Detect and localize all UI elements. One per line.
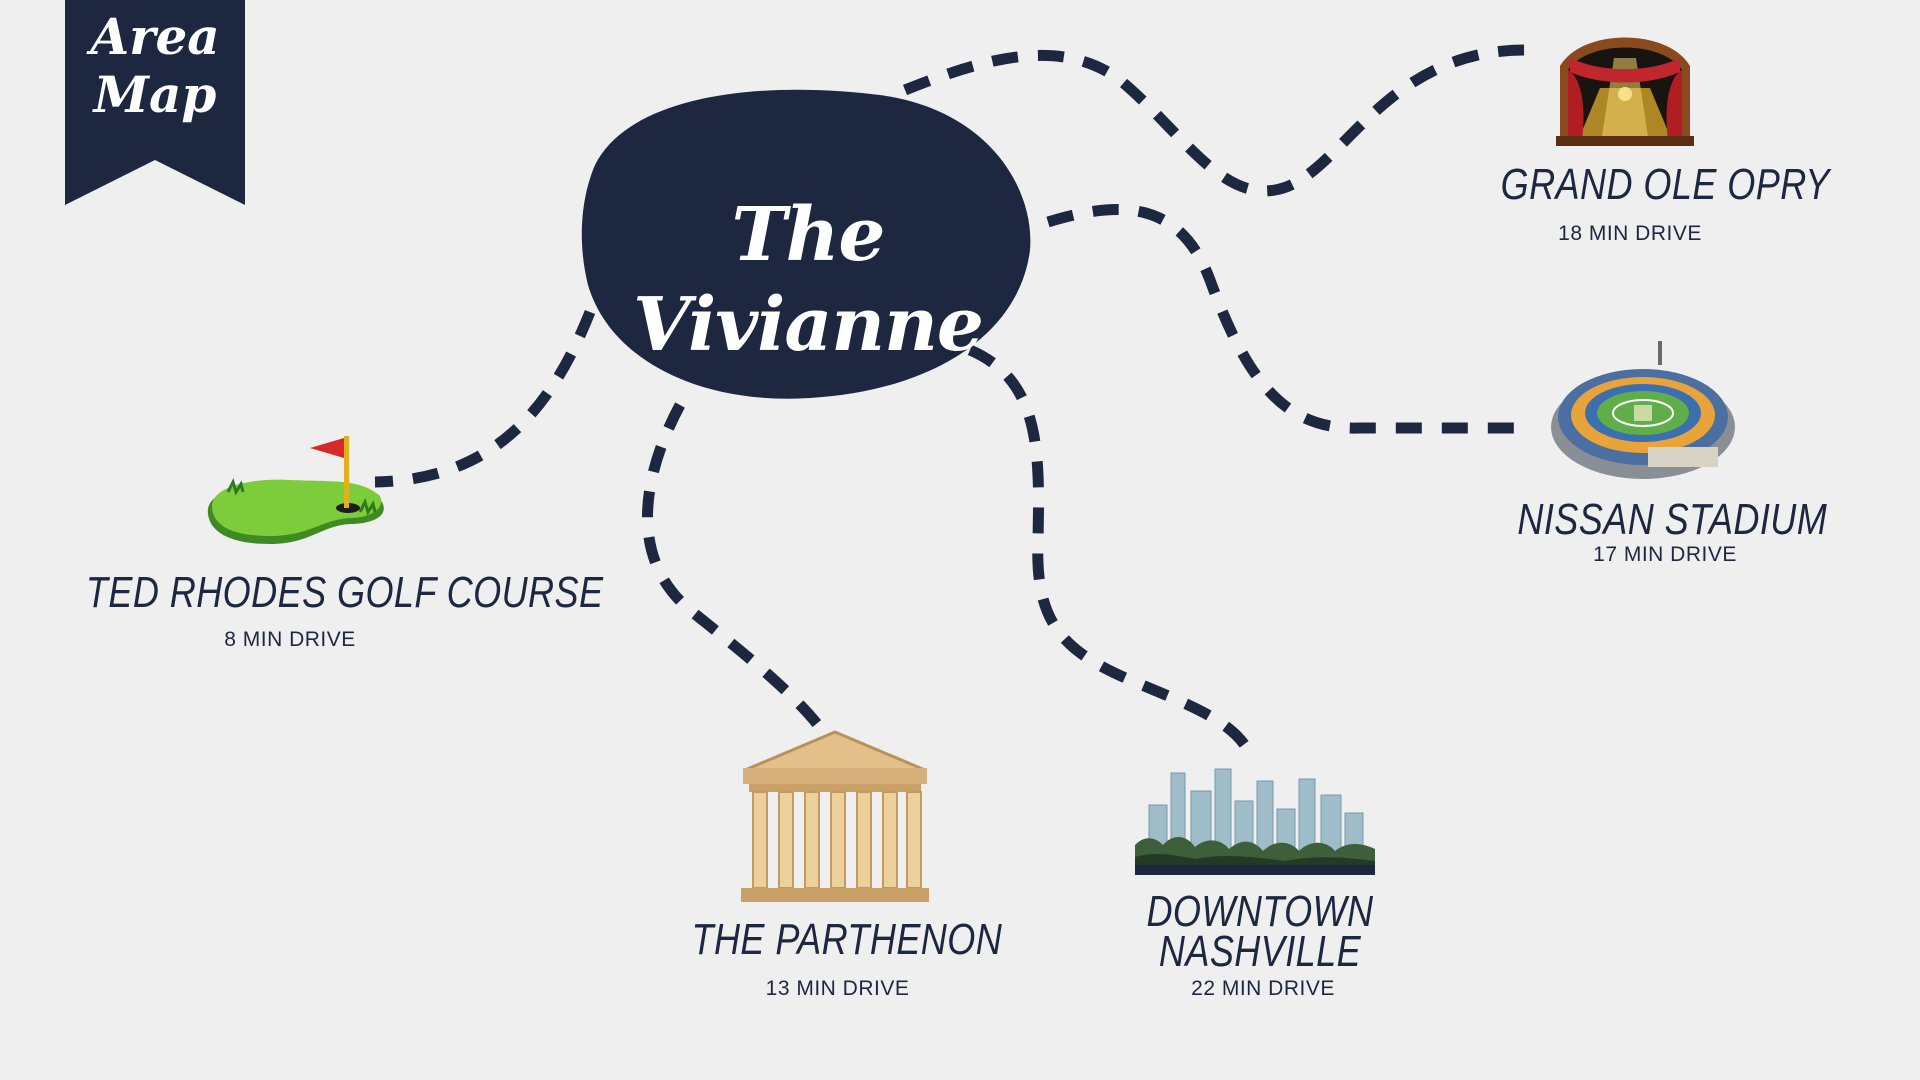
grand-ole-opry-drive: 18 MIN DRIVE (1558, 222, 1702, 245)
route-to-downtown (967, 344, 1253, 754)
downtown-drive: 22 MIN DRIVE (1191, 977, 1335, 1000)
route-to-golf-course (374, 309, 596, 488)
route-to-nissan-stadium (1046, 203, 1520, 434)
area-map-banner (65, 0, 245, 205)
ted-rhodes-drive: 8 MIN DRIVE (224, 628, 356, 651)
grand-ole-opry-name: GRAND OLE OPRY (1500, 160, 1830, 209)
downtown-name: DOWNTOWN NASHVILLE (1129, 887, 1391, 976)
downtown-name-line-2: NASHVILLE (1158, 927, 1362, 976)
hub-label: The Vivianne (633, 192, 984, 368)
parthenon-drive: 13 MIN DRIVE (765, 977, 910, 1000)
route-to-parthenon (642, 402, 823, 729)
theater-stage-icon (1556, 37, 1694, 146)
city-skyline-icon (1135, 768, 1375, 875)
banner-line-1: Area (90, 7, 220, 66)
parthenon-name: THE PARTHENON (691, 915, 1003, 964)
area-map-title: Area Map (65, 8, 245, 124)
banner-line-2: Map (93, 65, 217, 124)
downtown-name-line-1: DOWNTOWN (1146, 887, 1374, 936)
parthenon-icon (741, 730, 929, 902)
ted-rhodes-name: TED RHODES GOLF COURSE (85, 568, 604, 617)
nissan-stadium-drive: 17 MIN DRIVE (1593, 543, 1737, 566)
stadium-icon (1551, 335, 1735, 479)
route-to-grand-ole-opry (902, 44, 1526, 197)
golf-green-icon (207, 436, 384, 544)
nissan-stadium-name: NISSAN STADIUM (1517, 495, 1828, 544)
